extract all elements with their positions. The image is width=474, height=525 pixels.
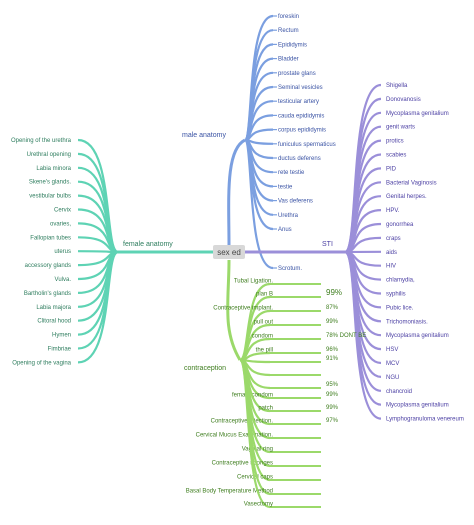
male-item-testicular-artery-6: testicular artery <box>278 99 319 105</box>
contraception-item-cervical-mucus-examination-12: Cervical Mucus Examination. <box>196 433 274 439</box>
sti-item-mycoplasma-genitalium-23: Mycoplasma genitalium <box>386 403 449 409</box>
contraception-rate-4: 78% DONT BE <box>326 333 366 339</box>
center-node <box>213 245 245 259</box>
male-item-vas-deferens-13: Vas deferens <box>278 199 313 205</box>
female-branch-line <box>77 250 119 254</box>
female-item-fallopian-tubes-7: Fallopian tubes <box>30 235 71 241</box>
male-item-rectum-1: Rectum <box>278 28 299 34</box>
female-item-hymen-14: Hymen <box>52 333 71 339</box>
female-item-ovaries-6: ovaries, <box>50 221 71 227</box>
sti-item-mycoplasma-genitalium-18: Mycoplasma genitalium <box>386 333 449 339</box>
sti-item-hiv-13: HIV <box>386 264 396 270</box>
sti-item-shigella-0: Shigella <box>386 83 408 89</box>
male-item-ductus-deferens-10: ductus deferens <box>278 156 321 162</box>
contraception-rate-6: 91% <box>326 356 339 362</box>
sti-label: STI <box>322 241 333 248</box>
center-node-label: sex ed <box>217 248 241 257</box>
contraception-rate-10: 99% <box>326 405 339 411</box>
female-item-labia-majora-12: Labia majora <box>36 305 71 311</box>
male-branch-line <box>243 138 274 270</box>
sti-item-mycoplasma-genitalium-2: Mycoplasma genitalium <box>386 111 449 117</box>
female-item-cervix-5: Cervix <box>54 208 71 214</box>
female-item-labia-minora-2: Labia minora <box>36 166 71 172</box>
sti-item-lymphogranuloma-venereum-24: Lymphogranuloma venereum <box>386 417 464 423</box>
contraception-rate-8: 95% <box>326 382 339 388</box>
contraception-rate-2: 87% <box>326 305 339 311</box>
sti-item-syphilis-15: syphilis <box>386 292 406 298</box>
sti-item-ngu-21: NGU <box>386 375 399 381</box>
male-trunk-line <box>227 138 246 247</box>
sti-item-craps-11: craps <box>386 236 401 242</box>
contraception-item-the-pill-5: the pill <box>256 348 273 354</box>
male-item-scrotum-16: Scrotum. <box>278 266 302 272</box>
contraception-rate-1: 99% <box>326 288 342 297</box>
contraception-item-patch-10: patch <box>258 406 273 412</box>
male-item-anus-15: Anus <box>278 227 292 233</box>
male-item-rete-testie-11: rete testie <box>278 170 305 176</box>
sti-item-hpv-9: HPV. <box>386 208 400 214</box>
sti-item-pid-6: PID <box>386 166 397 172</box>
contraception-item-contraceptive-implant-2: Contraceptive implant. <box>213 306 273 312</box>
male-item-funiculus-spermaticus-9: funiculus spermaticus <box>278 142 336 148</box>
sti-item-hsv-19: HSV <box>386 347 398 353</box>
sti-item-aids-12: aids <box>386 250 397 256</box>
female-item-fimbriae-15: Fimbriae <box>48 347 72 353</box>
sti-item-mcv-20: MCV <box>386 361 399 367</box>
sti-item-protics-4: protics <box>386 139 404 145</box>
female-branch-line <box>77 208 119 254</box>
contraception-item-vaginal-ring-13: Vaginal ring <box>242 447 273 453</box>
female-anatomy-label: female anatomy <box>123 241 173 248</box>
female-item-skene-s-glands-3: Skene's glands. <box>29 180 72 186</box>
sti-item-bacterial-vaginosis-7: Bacterial Vaginosis <box>386 180 437 186</box>
sti-item-donovanosis-1: Donovanosis <box>386 97 421 103</box>
male-item-testie-12: testie <box>278 184 293 190</box>
female-item-clitoral-hood-13: Clitoral hood <box>37 319 71 325</box>
female-item-uterus-8: uterus <box>54 249 71 255</box>
sti-item-chlamydia-14: chlamydia, <box>386 278 415 284</box>
sti-branch-line <box>343 250 382 420</box>
female-item-urethral-opening-1: Urethral opening <box>27 152 71 158</box>
female-item-bartholin-s-glands-11: Bartholin's glands <box>24 291 71 297</box>
contraception-branch-line <box>238 358 271 509</box>
contraception-rate-3: 99% <box>326 319 339 325</box>
female-item-vulva-10: Vulva. <box>55 277 72 283</box>
female-item-opening-of-the-vagina-16: Opening of the vagina <box>12 360 71 366</box>
male-item-seminal-vesicles-5: Seminal vesicles <box>278 85 323 91</box>
sti-item-genital-herpes-8: Genital herpes. <box>386 194 427 200</box>
contraception-item-tubal-ligation-0: Tubal Ligation. <box>234 279 273 285</box>
male-item-bladder-3: Bladder <box>278 57 299 63</box>
contraception-rate-11: 97% <box>326 418 339 424</box>
sti-item-chancroid-22: chancroid <box>386 389 412 395</box>
sti-item-scabies-5: scabies <box>386 153 406 159</box>
contraception-item-condom-4: condom <box>252 334 273 340</box>
sti-item-genit-warts-3: genit warts <box>386 125 415 131</box>
contraception-rate-9: 99% <box>326 392 339 398</box>
male-item-foreskin-0: foreskin <box>278 14 299 20</box>
male-anatomy-label: male anatomy <box>182 132 226 139</box>
contraception-item-pull-out-3: pull out <box>254 320 274 326</box>
female-item-opening-of-the-urethra-0: Opening of the urethra <box>11 138 72 144</box>
female-branch-line <box>77 250 119 364</box>
sti-item-trichomoniasis-17: Trichomoniasis. <box>386 319 428 325</box>
contraception-rate-5: 96% <box>326 347 339 353</box>
contraception-item-contraceptive-sponges-14: Contraceptive sponges <box>212 461 273 467</box>
contraception-item-vasectomy-17: Vasectomy <box>244 502 273 508</box>
male-item-prostate-glans-4: prostate glans <box>278 71 316 77</box>
contraception-item-basal-body-temperature-method-16: Basal Body Temperature Method <box>186 489 273 495</box>
contraception-trunk-line <box>226 259 242 361</box>
female-item-accessory-glands-9: accessory glands <box>25 263 71 269</box>
contraception-label: contraception <box>184 365 226 372</box>
male-item-cauda-epididymis-7: cauda epididymis <box>278 113 324 119</box>
male-item-urethra-14: Urethra <box>278 213 299 219</box>
sti-item-gonorrhea-10: gonorrhea <box>386 222 414 228</box>
male-item-corpus-epididymis-8: corpus epididymis <box>278 128 326 134</box>
contraception-item-plan-b-1: plan B <box>256 292 273 298</box>
contraception-item-contraceptive-injection-11: Contraceptive injection. <box>211 419 274 425</box>
male-item-epididymis-2: Epididymis <box>278 42 307 48</box>
female-item-vestibular-bulbs-4: vestibular bulbs <box>29 194 71 200</box>
sti-item-pubic-lice-16: Pubic lice. <box>386 305 414 311</box>
